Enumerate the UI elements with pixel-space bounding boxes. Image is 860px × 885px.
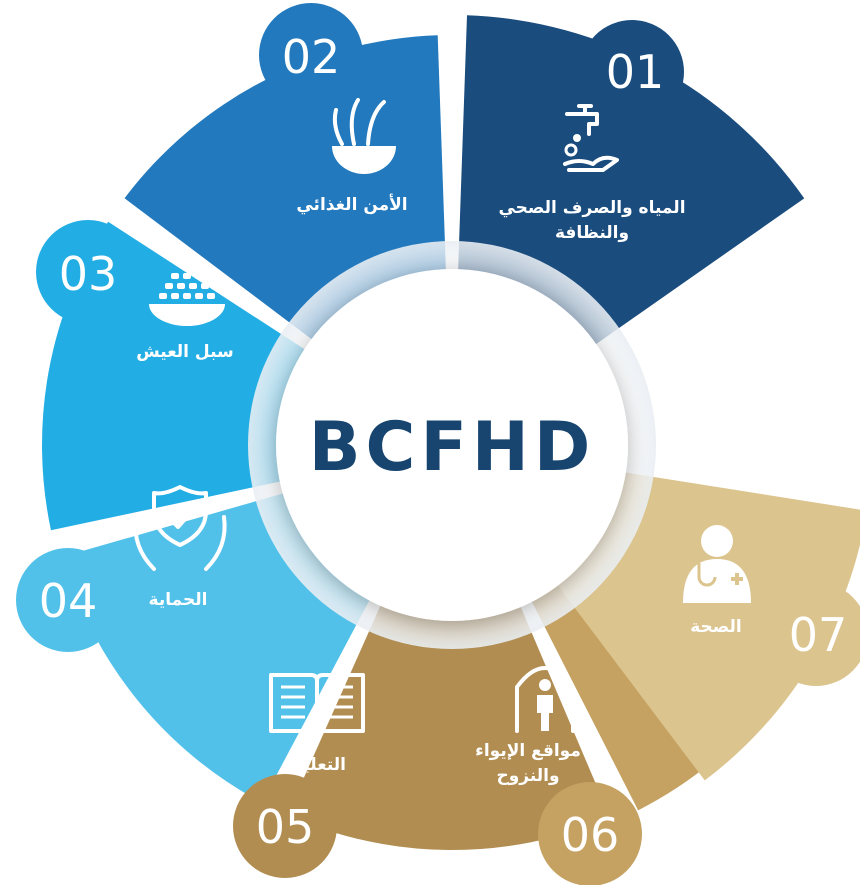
sector-number: 02: [282, 30, 341, 84]
shelter-person-icon: [515, 666, 575, 733]
number-bubble: [580, 20, 684, 124]
sector-label: الأمن الغذائي: [296, 194, 407, 215]
sector-label: الحماية: [149, 590, 208, 610]
number-bubble: [16, 548, 120, 652]
doctor-icon: [683, 525, 751, 603]
number-bubble: [538, 782, 642, 885]
sector-label: المياه والصرف الصحي: [498, 198, 685, 218]
food-basket-icon: [149, 263, 225, 326]
sector-number: 04: [39, 574, 98, 628]
sector-label: والنظافة: [555, 223, 629, 243]
sector-number: 03: [59, 247, 118, 301]
faucet-hand-icon: [563, 104, 619, 172]
sector-number: 07: [789, 608, 848, 662]
sector-label: سبل العيش: [136, 342, 234, 362]
sector-label: التعليم: [290, 755, 346, 775]
number-bubble: [233, 774, 337, 878]
sector-label: والنزوح: [496, 766, 559, 786]
number-bubble: [36, 220, 140, 324]
open-book-icon: [269, 673, 365, 739]
sector-number: 05: [256, 800, 315, 854]
sector-number: 06: [561, 808, 620, 862]
number-bubble: [259, 3, 363, 107]
number-bubble: [764, 582, 860, 686]
shield-hands-icon: [133, 485, 227, 571]
sector-number: 01: [606, 45, 665, 99]
sector-label: الصحة: [690, 617, 742, 637]
sector-wedge: [287, 582, 611, 851]
brand-title: BCFHD: [309, 408, 596, 487]
center-circle: [276, 269, 628, 621]
sector-05: 05 التعليم: [233, 582, 611, 878]
grain-bowl-icon: [332, 98, 396, 174]
sector-label: مواقع الإيواء: [475, 741, 581, 761]
